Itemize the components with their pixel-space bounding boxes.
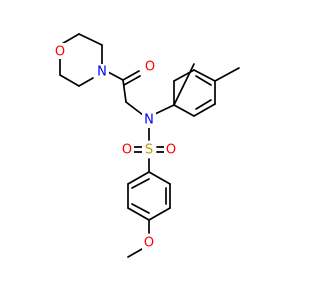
label-background [95,64,109,80]
bond [78,77,94,87]
label-background [142,60,156,76]
tolyl-ring [154,63,240,117]
bond [107,71,124,81]
bond [122,70,140,81]
bond [193,103,216,117]
bond [214,67,240,82]
amine-nitrogen-label: N [144,113,154,128]
methoxy-group [127,219,150,258]
bond [195,75,212,86]
morpholine-oxygen-label: O [55,45,65,60]
structure-diagram: O N O N S O O O [53,33,240,258]
bond [131,203,150,214]
morpholine-ring [59,33,103,87]
sulfur-label: S [145,143,153,158]
methoxy-oxygen-label: O [144,236,154,251]
bond [173,63,195,106]
bond [193,69,216,82]
label-background [53,43,67,59]
label-background [142,235,156,251]
label-background [142,112,156,128]
atom-labels: O N O N S O O O [53,43,178,251]
molecule-canvas: O N O N S O O O [53,33,240,258]
bond [127,248,143,258]
label-background [142,142,156,158]
label-background [120,142,134,158]
bond [173,69,195,82]
bond [195,99,212,110]
bond [122,79,127,103]
label-background [164,142,178,158]
bond [78,33,103,46]
bond [123,75,141,86]
sulfonyl-oxygen-right-label: O [166,143,176,158]
morpholine-nitrogen-label: N [97,65,107,80]
bond [127,171,150,185]
sulfonyl-bonds [133,146,166,153]
bond [131,178,150,189]
bond [173,104,195,117]
bond [154,104,175,115]
bond [148,171,171,185]
bond [127,207,150,221]
bond [59,74,80,87]
sulfonyl-oxygen-left-label: O [122,143,132,158]
carbonyl-oxygen-label: O [145,60,155,75]
methoxyphenyl-ring [127,158,171,221]
bond [125,101,144,116]
amide-linker [107,70,144,116]
bond [148,207,171,221]
